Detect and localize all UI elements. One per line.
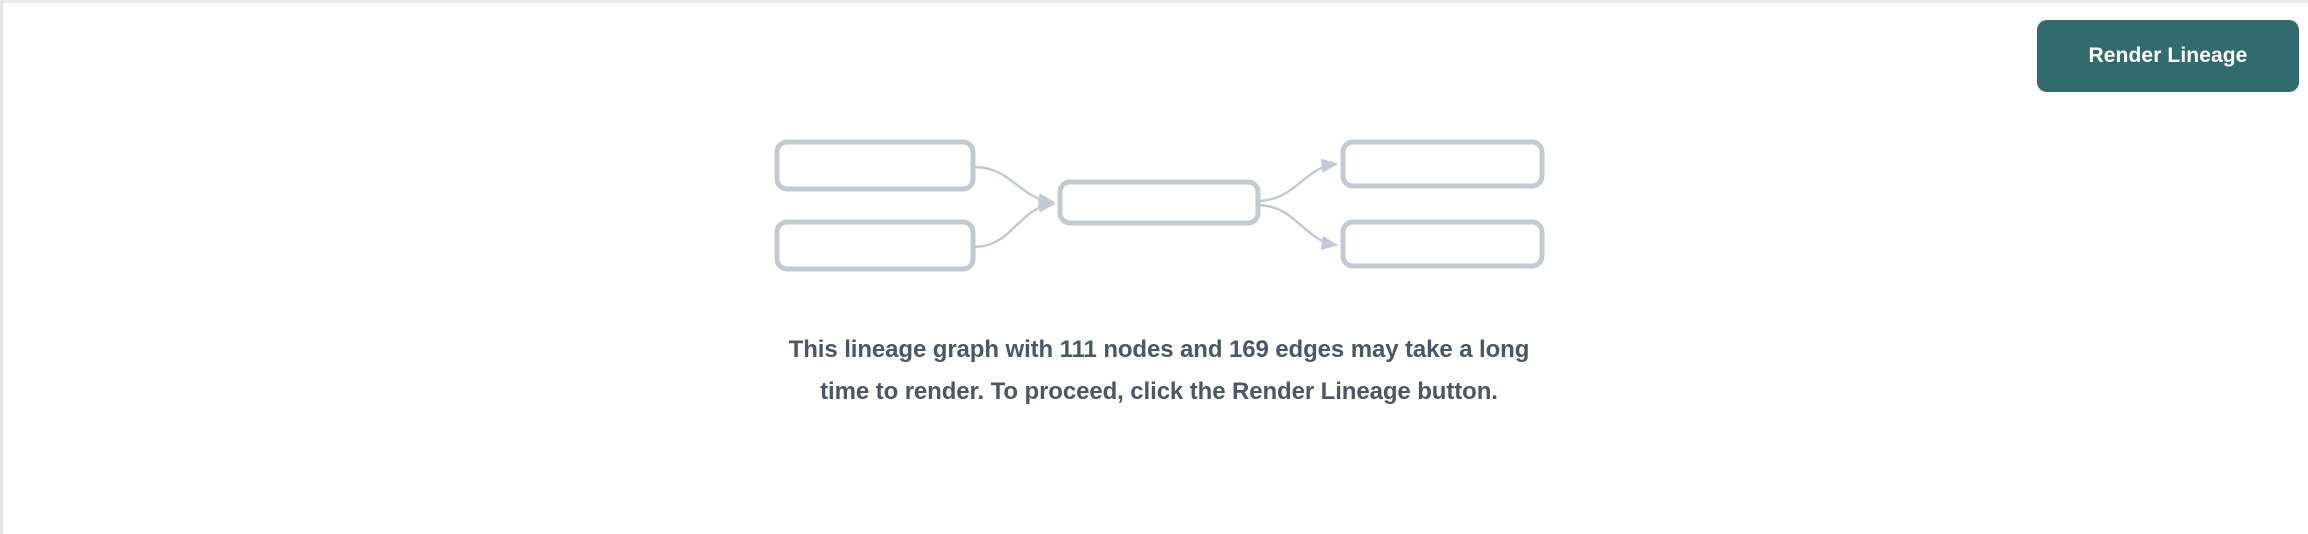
graph-node-downstream-1[interactable] <box>1340 139 1545 189</box>
graph-node-upstream-2[interactable] <box>774 219 976 272</box>
graph-node-downstream-2[interactable] <box>1340 219 1545 269</box>
lineage-placeholder-graph <box>763 128 1563 283</box>
graph-edge-upstream-1-to-focus <box>974 165 1056 208</box>
graph-node-focus[interactable] <box>1057 179 1261 226</box>
graph-node-upstream-1[interactable] <box>774 139 976 192</box>
render-lineage-button[interactable]: Render Lineage <box>2037 20 2299 92</box>
graph-edge-focus-to-downstream-2 <box>1259 203 1339 250</box>
graph-edge-upstream-2-to-focus <box>974 198 1056 249</box>
lineage-warning-message: This lineage graph with 111 nodes and 16… <box>788 336 1530 405</box>
render-lineage-button-label: Render Lineage <box>2088 44 2248 67</box>
graph-edge-focus-to-downstream-1 <box>1259 158 1339 203</box>
